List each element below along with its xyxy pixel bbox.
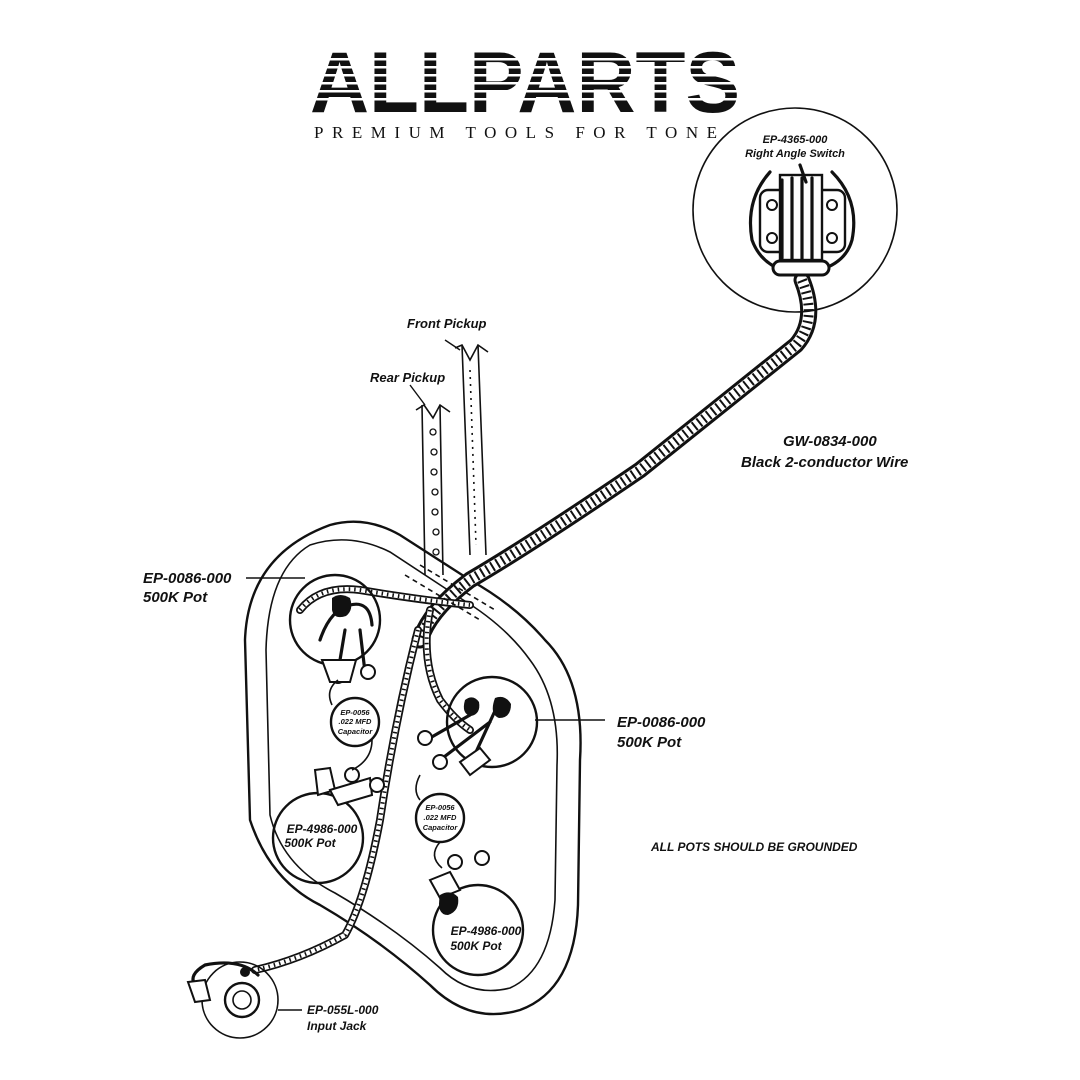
two-conductor-wire [411,271,818,649]
pot-bottom-right [428,850,525,977]
logo-tagline: PREMIUM TOOLS FOR TONE [314,123,724,142]
jack-part-label: EP-055L-000 [307,1003,379,1017]
pot-tl-part-label: EP-0086-000 [143,570,232,587]
rear-pickup-lead [415,403,451,576]
control-cavity-outer [243,520,582,1016]
leader-lines [246,339,605,1011]
wire-name-label: Black 2-conductor Wire [741,454,908,471]
switch-part-label: EP-4365-000 [763,134,829,146]
right-angle-switch [692,107,898,313]
cap1-value-label: .022 MFD [339,717,373,726]
cavity-shielded-leads [251,564,496,974]
pot-tr-part-label: EP-0086-000 [617,714,706,731]
cap1-part-label: EP-0056 [340,708,370,717]
front-pickup-label: Front Pickup [407,316,487,331]
pot-br-part-label: EP-4986-000 [451,924,522,938]
pot-bl-value-label: 500K Pot [284,836,336,850]
cap1-name-label: Capacitor [338,727,374,736]
cap2-value-label: .022 MFD [424,813,458,822]
jack-name-label: Input Jack [307,1019,368,1033]
rear-pickup-label: Rear Pickup [370,370,445,385]
wire-part-label: GW-0834-000 [783,433,877,450]
pot-br-value-label: 500K Pot [450,939,502,953]
cap2-part-label: EP-0056 [425,803,455,812]
pot-tr-value-label: 500K Pot [617,734,682,751]
cap2-name-label: Capacitor [423,823,459,832]
pot-top-left [288,573,382,684]
control-cavity-inner [265,539,559,992]
pot-bl-part-label: EP-4986-000 [287,822,358,836]
grounding-note: ALL POTS SHOULD BE GROUNDED [650,840,858,854]
pot-bottom-left [271,766,385,885]
logo-stripes [300,58,750,101]
front-pickup-lead [454,343,489,556]
switch-name-label: Right Angle Switch [745,148,845,160]
allparts-logo: ALLPARTS PREMIUM TOOLS FOR TONE [300,35,750,142]
capacitor-left [328,679,381,771]
pot-tl-value-label: 500K Pot [143,589,208,606]
input-jack [186,961,279,1039]
pot-top-right [417,675,539,777]
capacitor-right [414,774,466,869]
